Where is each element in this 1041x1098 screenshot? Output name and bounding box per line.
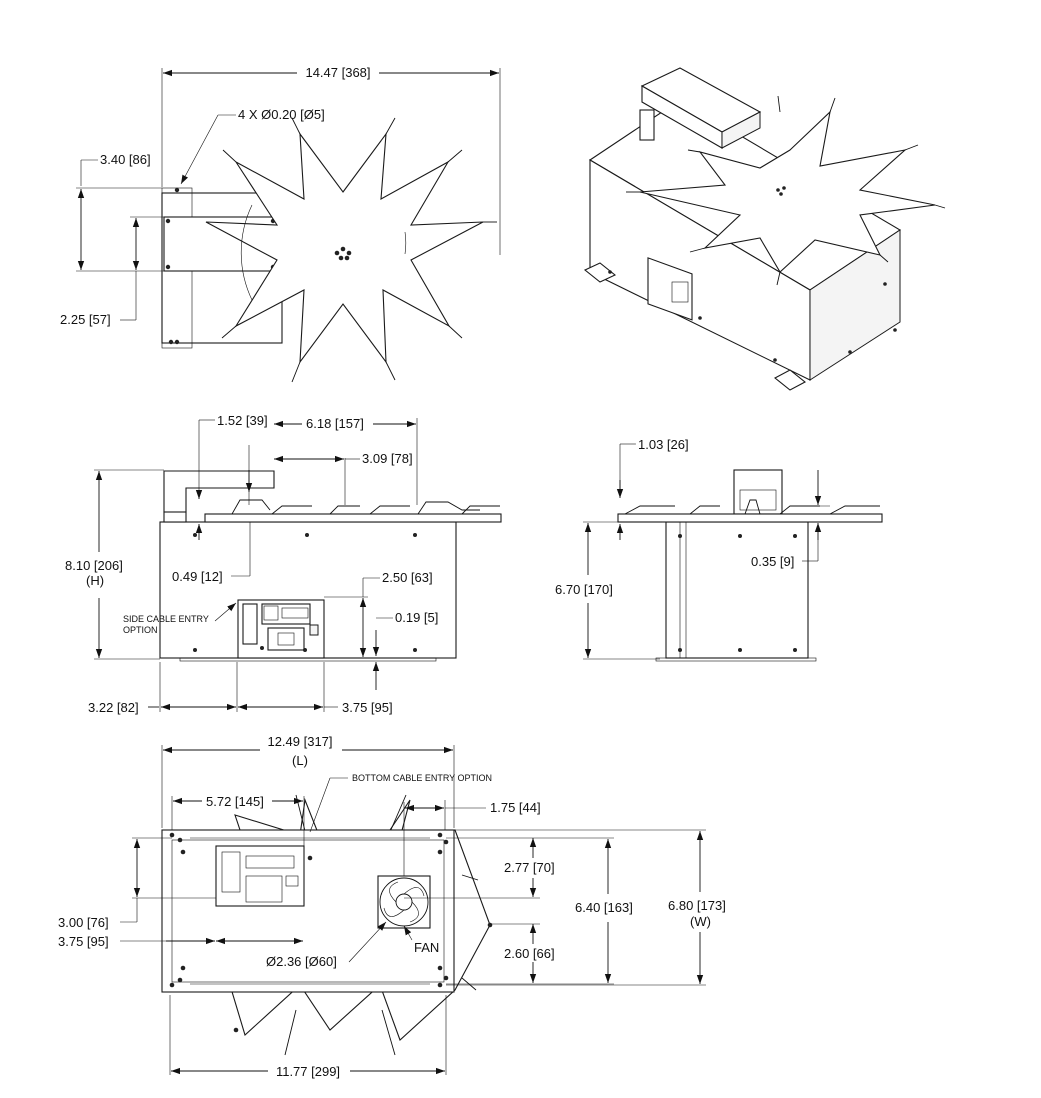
dim-300-label: 3.00 [76] — [58, 915, 109, 930]
side-cable-label-1: SIDE CABLE ENTRY — [123, 614, 209, 624]
length-label: 12.49 [317] — [267, 734, 332, 749]
width-tag: (W) — [690, 914, 711, 929]
dim-670-label: 6.70 [170] — [555, 582, 613, 597]
dim-103-label: 1.03 [26] — [638, 437, 689, 452]
isometric-view — [583, 67, 946, 391]
dim-340-label: 3.40 [86] — [100, 152, 151, 167]
length-tag: (L) — [292, 753, 308, 768]
dim-572-label: 5.72 [145] — [206, 794, 264, 809]
side-view: 8.10 [206] (H) 1.52 [39] 6.18 [157] 3.09… — [65, 413, 502, 715]
dim-640-label: 6.40 [163] — [575, 900, 633, 915]
dim-618-label: 6.18 [157] — [306, 416, 364, 431]
dim-019-label: 0.19 [5] — [395, 610, 438, 625]
dim-175-label: 1.75 [44] — [490, 800, 541, 815]
dim-049-label: 0.49 [12] — [172, 569, 223, 584]
dim-035-label: 0.35 [9] — [751, 554, 794, 569]
side-cable-label-2: OPTION — [123, 625, 158, 635]
holes-label: 4 X Ø0.20 [Ø5] — [238, 107, 325, 122]
star-tray-iso — [639, 110, 936, 273]
fan-dia-label: Ø2.36 [Ø60] — [266, 954, 337, 969]
height-label: 8.10 [206] — [65, 558, 123, 573]
dim-250-label: 2.50 [63] — [382, 570, 433, 585]
width-label: 6.80 [173] — [668, 898, 726, 913]
dim-375-bottom-label: 3.75 [95] — [58, 934, 109, 949]
fan — [377, 875, 431, 929]
bottom-cable-label: BOTTOM CABLE ENTRY OPTION — [352, 773, 492, 783]
dim-322-label: 3.22 [82] — [88, 700, 139, 715]
overall-width-label: 14.47 [368] — [305, 65, 370, 80]
dim-1177-label: 11.77 [299] — [276, 1064, 340, 1079]
dim-225-label: 2.25 [57] — [60, 312, 111, 327]
height-tag: (H) — [86, 573, 104, 588]
dim-277-label: 2.77 [70] — [504, 860, 555, 875]
fan-label: FAN — [414, 940, 439, 955]
top-view: 14.47 [368] 4 X Ø0.20 [Ø5] 3.40 [86] 2.2… — [60, 65, 501, 383]
end-view: 6.70 [170] 1.03 [26] 0.35 [9] — [555, 437, 883, 662]
dim-375-side-label: 3.75 [95] — [342, 700, 393, 715]
dim-309-label: 3.09 [78] — [362, 451, 413, 466]
dim-152-label: 1.52 [39] — [217, 413, 268, 428]
dim-260-label: 2.60 [66] — [504, 946, 555, 961]
bottom-view: 12.49 [317] (L) BOTTOM CABLE ENTRY OPTIO… — [58, 734, 726, 1079]
